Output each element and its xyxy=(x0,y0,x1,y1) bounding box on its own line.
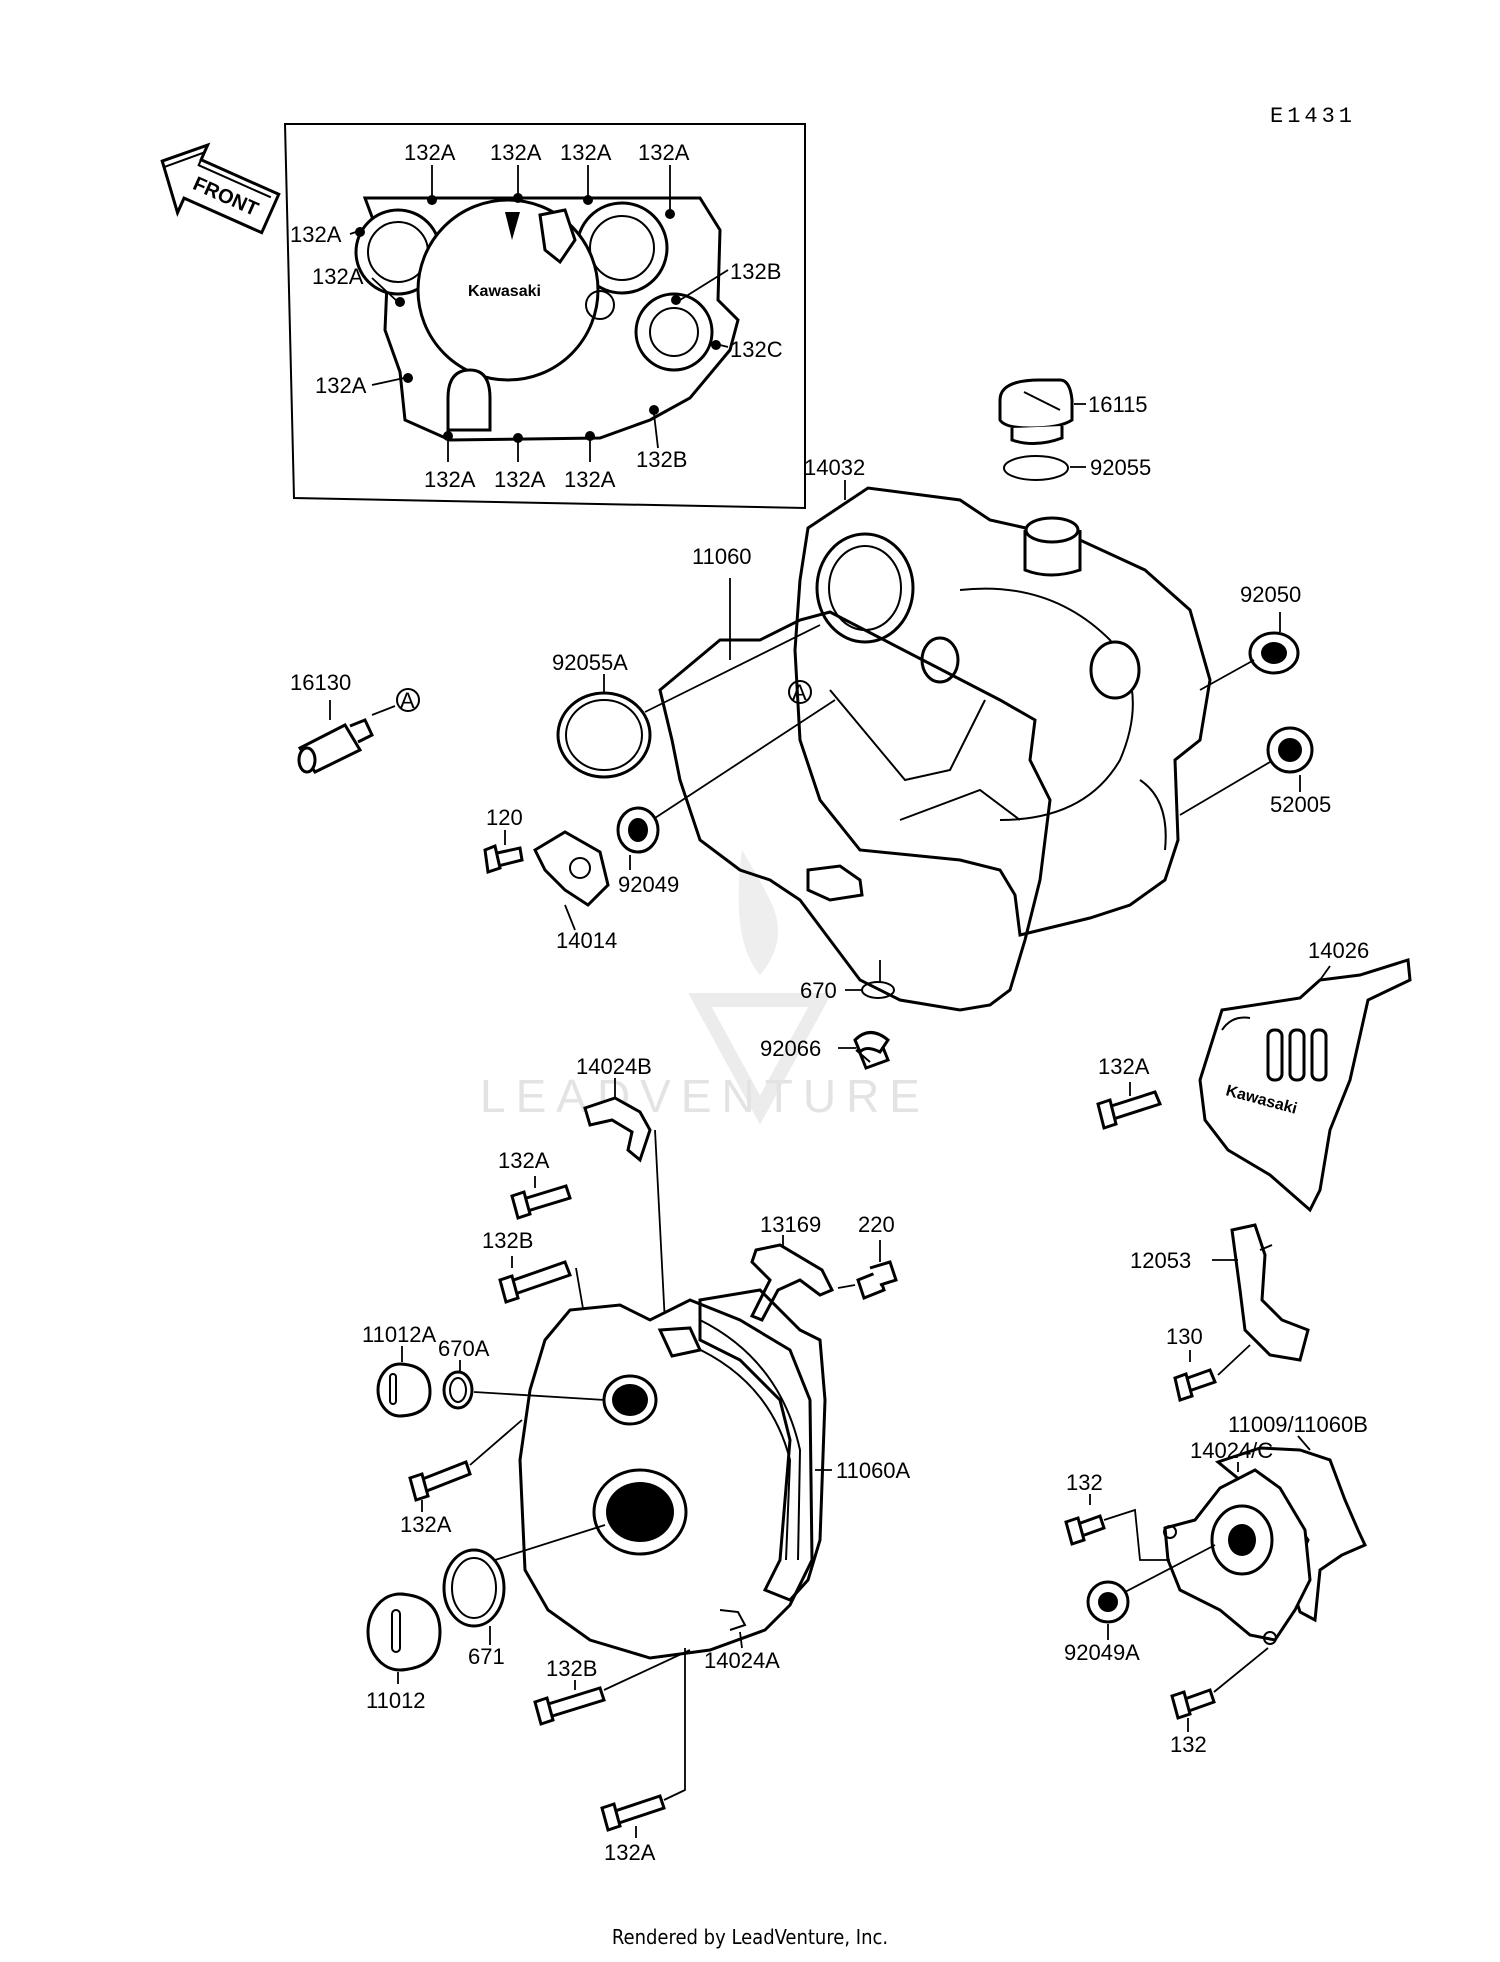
inset-brand-label: Kawasaki xyxy=(468,283,541,300)
inset-label-bottom-3: 132A xyxy=(564,467,616,492)
oring-671 xyxy=(442,1548,506,1628)
bolt-130 xyxy=(1173,1368,1217,1402)
inset-label-right-2: 132C xyxy=(730,337,783,362)
bolt-120 xyxy=(483,843,524,874)
label-cap-11012: 11012 xyxy=(366,1688,426,1713)
cap-oring xyxy=(1003,455,1069,481)
label-bracket-13169: 13169 xyxy=(760,1212,821,1237)
bolt-132b-low xyxy=(533,1686,606,1726)
reference-circle-bolt xyxy=(396,688,420,712)
seal-92049 xyxy=(616,806,660,854)
plate-14014 xyxy=(533,830,610,907)
label-bolt-16130: 16130 xyxy=(290,670,351,695)
label-drain-plug: 92066 xyxy=(760,1036,821,1061)
label-oring-670: 670 xyxy=(800,978,837,1003)
inset-engine-cover: Kawasaki xyxy=(354,193,740,443)
reference-mark-cover: A xyxy=(792,680,807,705)
bolt-220 xyxy=(856,1260,898,1300)
cap-11012 xyxy=(366,1592,442,1672)
drain-plug-92066 xyxy=(853,1031,890,1070)
label-cover-gasket: 11060 xyxy=(692,544,752,569)
label-bolt-132b-mid: 132B xyxy=(482,1228,533,1253)
bolt-132a-mid xyxy=(510,1184,572,1220)
seal-92050 xyxy=(1248,631,1300,675)
label-bolt-130: 130 xyxy=(1166,1324,1203,1349)
inset-label-left-1: 132A xyxy=(290,222,342,247)
bolt-chain-cover xyxy=(1096,1090,1163,1130)
inset-label-top-3: 132A xyxy=(560,140,612,165)
label-bolt-220: 220 xyxy=(858,1212,895,1237)
label-bolt-120: 120 xyxy=(486,805,523,830)
inset-label-bottom-4: 132B xyxy=(636,447,687,472)
label-bolt-132-top: 132 xyxy=(1066,1470,1103,1495)
watermark: LEADVENTURE xyxy=(480,850,930,1125)
cover-gasket xyxy=(658,610,1052,1012)
bolt-132a-low xyxy=(600,1794,666,1832)
cover-14024c xyxy=(1163,1468,1312,1645)
cover-14024b xyxy=(583,1096,652,1163)
inset-label-top-2: 132A xyxy=(490,140,542,165)
seal-92049a xyxy=(1086,1580,1130,1624)
label-cap-oring: 92055 xyxy=(1090,455,1151,480)
clutch-cover xyxy=(793,486,1212,937)
label-chain-cover: 14026 xyxy=(1308,938,1369,963)
label-oring-large: 92055A xyxy=(552,650,628,675)
label-clutch-cover: 14032 xyxy=(804,455,865,480)
label-chain-guide: 12053 xyxy=(1130,1248,1191,1273)
bolt-16130 xyxy=(297,718,374,774)
reference-mark-bolt: A xyxy=(400,688,415,713)
gasket-11060a xyxy=(698,1288,827,1602)
label-oring-671: 671 xyxy=(468,1644,505,1669)
watermark-text: LEADVENTURE xyxy=(480,1070,930,1122)
label-bolt-132a-gen: 132A xyxy=(400,1512,452,1537)
label-plate-14014: 14014 xyxy=(556,928,617,953)
generator-cover xyxy=(518,1298,814,1660)
bolt-132b-mid xyxy=(498,1260,572,1304)
front-arrow: FRONT xyxy=(160,142,281,235)
label-gasket-11060a: 11060A xyxy=(836,1458,911,1483)
label-bolt-132b-low: 132B xyxy=(546,1656,597,1681)
seal-52005 xyxy=(1266,726,1314,774)
label-cover-14024b: 14024B xyxy=(576,1054,652,1079)
inset-label-bottom-1: 132A xyxy=(424,467,476,492)
label-oring-670a: 670A xyxy=(438,1336,490,1361)
cap-11012a xyxy=(376,1362,432,1418)
chain-cover: Kawasaki xyxy=(1198,958,1412,1213)
label-oil-cap: 16115 xyxy=(1088,392,1148,417)
inset-label-right-1: 132B xyxy=(730,259,781,284)
bolt-132-top xyxy=(1064,1514,1106,1546)
label-gasket-11009: 11009/11060B xyxy=(1228,1412,1368,1437)
inset-frame xyxy=(283,123,806,510)
inset-label-top-1: 132A xyxy=(404,140,456,165)
gasket-slot xyxy=(806,864,864,902)
bolt-132a-gen xyxy=(408,1460,472,1502)
label-bolt-chain-cover: 132A xyxy=(1098,1054,1150,1079)
diagram-code: E1431 xyxy=(1270,104,1356,129)
label-cover-14024c: 14024/C xyxy=(1190,1438,1273,1463)
label-bolt-132a-mid: 132A xyxy=(498,1148,550,1173)
inset-label-left-3: 132A xyxy=(315,373,367,398)
inset-label-bottom-2: 132A xyxy=(494,467,546,492)
inset-label-top-4: 132A xyxy=(638,140,690,165)
footer-credit: Rendered by LeadVenture, Inc. xyxy=(612,1925,888,1949)
inset-label-left-2: 132A xyxy=(312,264,364,289)
label-bolt-132a-low: 132A xyxy=(604,1840,656,1865)
inset-leaders xyxy=(349,165,729,462)
oil-filler-cap xyxy=(998,378,1074,445)
large-oring xyxy=(556,691,652,779)
label-cap-11012a: 11012A xyxy=(362,1322,437,1347)
chain-guide-12053 xyxy=(1230,1223,1310,1362)
label-seal-92050: 92050 xyxy=(1240,582,1301,607)
label-seal-52005: 52005 xyxy=(1270,792,1331,817)
reference-circle-cover xyxy=(788,680,812,704)
oring-670a xyxy=(442,1370,474,1410)
label-seal-92049: 92049 xyxy=(618,872,679,897)
label-seal-92049a: 92049A xyxy=(1064,1640,1140,1665)
label-cover-14024a: 14024A xyxy=(704,1648,780,1673)
label-bolt-132-bottom: 132 xyxy=(1170,1732,1207,1757)
bracket-13169 xyxy=(749,1243,835,1322)
bolt-132-bottom xyxy=(1170,1688,1216,1720)
